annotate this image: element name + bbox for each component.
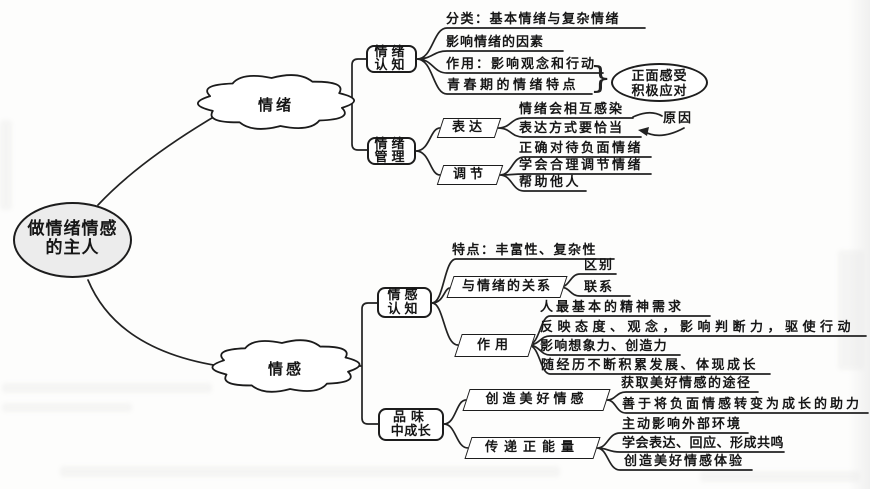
line-to-reason-note: [632, 111, 663, 118]
leaf-negative-emotion: 正确对待负面情绪: [519, 141, 644, 156]
leaf-imagination-creativity: 影响想象力、创造力: [540, 339, 668, 354]
leaf-emotion-factors: 影响情绪的因素: [446, 35, 545, 50]
edges-function-leaves: [527, 315, 867, 375]
para-create: 创造美好情感: [462, 389, 611, 411]
leaf-accumulate-growth: 随经历不断积累发展、体现成长: [541, 358, 759, 373]
para-positive-label: 传递正能量: [484, 440, 580, 455]
root-topic-line2: 的主人: [45, 238, 100, 258]
leaf-express-respond-resonate: 学会表达、回应、形成共鸣: [622, 436, 785, 451]
leaf-obtain-good-feelings: 获取美好情感的途径: [621, 376, 752, 391]
cloud-emotion: [197, 74, 355, 130]
leaf-proper-expression: 表达方式要恰当: [519, 121, 625, 136]
scan-artifact: [2, 383, 212, 393]
box-feeling-cognition: 情感 认知: [377, 287, 432, 318]
edges-emotion-cognition-leaves: [416, 27, 646, 95]
para-create-label: 创造美好情感: [485, 392, 588, 407]
leaf-spiritual-need: 人最基本的精神需求: [540, 300, 685, 315]
edges-regulate-leaves: [499, 156, 652, 192]
edges-growth-children: [443, 399, 469, 449]
para-relation: 与情绪的关系: [446, 276, 568, 298]
leaf-feeling-traits: 特点：丰富性、复杂性: [452, 243, 598, 258]
leaf-emotion-classification: 分类：基本情绪与复杂情绪: [446, 12, 621, 27]
para-function: 作用: [454, 334, 536, 357]
edge-root-to-feeling: [87, 279, 227, 368]
cloud-label-emotion: 情绪: [257, 96, 294, 114]
leaf-reflect-attitude: 反映态度、观念，影响判断力，驱使行动: [540, 320, 856, 335]
leaf-adolescent-traits: 青春期的情绪特点: [447, 78, 580, 93]
box-feeling-growth-line1: 品味: [392, 409, 429, 425]
box-emotion-cognition-line1: 情绪: [374, 45, 409, 60]
para-regulate: 调节: [436, 165, 504, 185]
scan-edge-shading: [848, 0, 870, 489]
box-feeling-growth-line2: 中成长: [390, 423, 432, 439]
edge-root-to-emotion: [97, 111, 223, 206]
para-relation-label: 与情绪的关系: [461, 279, 552, 294]
callout-line2: 积极应对: [631, 84, 688, 99]
leaf-transform-negative: 善于将负面情感转变为成长的助力: [622, 397, 863, 412]
root-topic-line1: 做情绪情感: [27, 219, 118, 239]
box-emotion-management: 情绪 管理: [367, 137, 416, 165]
leaf-regulate-emotion: 学会合理调节情绪: [519, 158, 644, 173]
callout-positive-coping: 正面感受 积极应对: [611, 63, 708, 102]
para-positive: 传递正能量: [464, 437, 601, 459]
edges-express-leaves: [497, 117, 642, 138]
leaf-influence-environment: 主动影响外部环境: [622, 417, 743, 432]
arrow-reason-curve: [642, 127, 685, 137]
box-emotion-management-line2: 管理: [374, 150, 409, 165]
leaf-help-others: 帮助他人: [519, 175, 582, 190]
cloud-feeling: [211, 339, 361, 393]
reason-note: 原因: [663, 111, 694, 126]
leaf-relation-connection: 联系: [584, 280, 615, 295]
cloud-label-feeling: 情感: [267, 360, 304, 378]
box-feeling-growth: 品味 中成长: [378, 408, 444, 441]
leaf-emotion-contagion: 情绪会相互感染: [519, 102, 625, 117]
edges-positive-leaves: [596, 432, 785, 471]
box-emotion-management-line1: 情绪: [374, 137, 409, 152]
leaf-emotion-function: 作用：影响观念和行动: [446, 57, 597, 72]
para-function-label: 作用: [476, 338, 513, 353]
para-regulate-label: 调节: [452, 167, 487, 182]
box-feeling-cognition-line1: 情感: [387, 287, 422, 303]
brace-glyph: }: [589, 61, 612, 96]
para-express-label: 表达: [451, 120, 486, 135]
box-feeling-cognition-line2: 认知: [387, 301, 422, 317]
scan-artifact: [2, 403, 132, 412]
box-emotion-cognition: 情绪 认知: [366, 45, 417, 73]
scan-artifact: [60, 466, 560, 477]
edges-create-leaves: [606, 391, 869, 414]
box-emotion-cognition-line2: 认知: [374, 58, 409, 73]
leaf-relation-difference: 区别: [584, 258, 615, 273]
leaf-create-experience: 创造美好情感体验: [624, 454, 745, 469]
edges-emotion-management-children: [415, 127, 441, 176]
callout-line1: 正面感受: [631, 69, 688, 84]
scan-artifact: [700, 471, 860, 482]
arrowhead: [638, 127, 649, 136]
scan-artifact: [0, 120, 12, 210]
para-express: 表达: [436, 118, 502, 138]
root-topic-ellipse: 做情绪情感 的主人: [13, 202, 132, 278]
